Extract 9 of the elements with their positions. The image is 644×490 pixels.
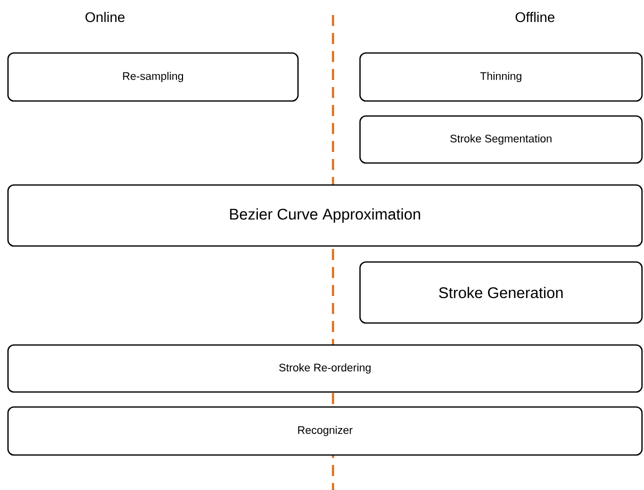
process-box: Stroke Generation — [359, 261, 643, 324]
process-box: Stroke Re-ordering — [7, 344, 643, 393]
column-heading: Offline — [516, 12, 554, 22]
column-heading: Online — [86, 12, 125, 22]
process-box: Stroke Segmentation — [359, 115, 643, 164]
process-box: Bezier Curve Approximation — [7, 184, 643, 247]
process-box: Thinning — [359, 52, 643, 102]
process-box: Re-sampling — [7, 52, 299, 102]
process-box: Recognizer — [7, 406, 643, 456]
